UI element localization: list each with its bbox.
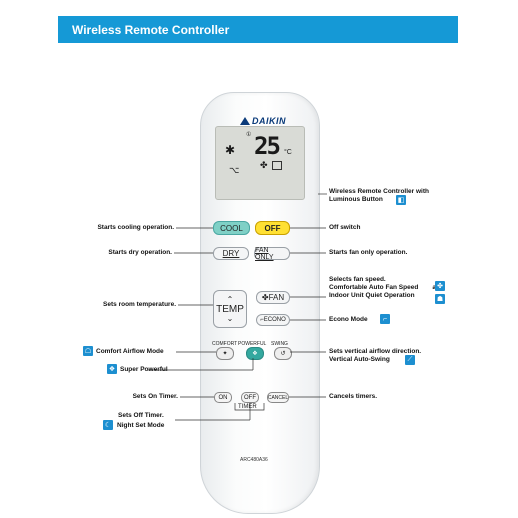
label-fan-speed: Selects fan speed. Comfortable Auto Fan … (329, 276, 444, 300)
swing-label: SWING (271, 341, 288, 347)
temp-label: TEMP (216, 303, 244, 315)
chevron-up-icon[interactable]: ⌃ (226, 294, 234, 304)
auto-fan-icon: ✤ (435, 281, 445, 291)
label-off-switch: Off switch (329, 224, 361, 231)
chevron-down-icon[interactable]: ⌄ (226, 313, 234, 323)
logo-text: DAIKIN (252, 116, 286, 126)
model-number: ARC480A36 (240, 457, 268, 463)
label-comfort: Comfort Airflow Mode (96, 348, 164, 355)
quiet-operation-icon: ☗ (435, 294, 445, 304)
econo-mode-icon: ⌐ (380, 314, 390, 324)
label-swing: Sets vertical airflow direction. Vertica… (329, 348, 421, 364)
label-econo: Econo Mode (329, 316, 368, 323)
powerful-button[interactable]: ❖ (246, 347, 264, 360)
fan-button[interactable]: ✤FAN (256, 291, 290, 304)
fan-button-label: FAN (268, 293, 285, 302)
comfort-button[interactable]: ✦ (216, 347, 234, 360)
swing-button[interactable]: ↺ (274, 347, 292, 360)
lcd-indicator-icon: ① (246, 132, 252, 138)
temp-button[interactable]: ⌃ TEMP ⌄ (213, 290, 247, 328)
dry-button[interactable]: DRY (213, 247, 249, 260)
comfort-label: COMFORT (212, 341, 238, 347)
lcd-unit: °C (284, 149, 292, 156)
econo-label: ECONO (263, 317, 286, 323)
label-dry: Starts dry operation. (108, 249, 172, 256)
label-wireless-text-2: Luminous Button (329, 196, 383, 203)
econo-button[interactable]: ⌐ECONO (256, 314, 290, 326)
daikin-logo: DAIKIN (240, 116, 286, 126)
label-cooling: Starts cooling operation. (97, 224, 174, 231)
label-powerful: Super Powerful (120, 366, 168, 373)
econo-icon: ⌐ (260, 317, 264, 323)
label-fan-speed-1: Selects fan speed. (329, 276, 386, 283)
lcd-temperature: 25 (254, 132, 281, 160)
auto-indicator-icon (272, 161, 282, 170)
off-timer-button[interactable]: OFF (241, 392, 259, 403)
powerful-label: POWERFUL (238, 341, 267, 347)
dry-mode-icon: ⌥ (229, 165, 240, 175)
timer-label: TIMER (238, 404, 257, 410)
lcd-display: ① ✱ 25 °C ⌥ ✤ (215, 126, 305, 200)
snowflake-icon: ✱ (225, 143, 236, 157)
label-on-timer: Sets On Timer. (132, 393, 178, 400)
label-fan-speed-3: Indoor Unit Quiet Operation (329, 292, 415, 299)
header-bar: Wireless Remote Controller (58, 16, 458, 43)
timer-bracket (234, 403, 265, 411)
fan-icon: ✤ (260, 160, 268, 170)
label-room-temp: Sets room temperature. (103, 301, 176, 308)
luminous-button-icon: ◧ (396, 195, 406, 205)
on-timer-button[interactable]: ON (214, 392, 232, 403)
fan-button-icon: ✤ (261, 293, 269, 302)
label-swing-1: Sets vertical airflow direction. (329, 348, 422, 355)
comfort-airflow-icon: ☖ (83, 346, 93, 356)
label-fan-only: Starts fan only operation. (329, 249, 408, 256)
off-button[interactable]: OFF (255, 221, 290, 235)
label-fan-speed-2: Comfortable Auto Fan Speed (329, 284, 419, 291)
label-off-timer-1: Sets Off Timer. (118, 412, 164, 419)
label-off-timer-2: Night Set Mode (117, 422, 165, 429)
label-wireless: Wireless Remote Controller with Luminous… (329, 188, 429, 204)
cancel-button[interactable]: CANCEL (267, 392, 289, 403)
fan-only-button[interactable]: FAN ONLY (254, 247, 290, 261)
label-cancel: Cancels timers. (329, 393, 378, 400)
super-powerful-icon: ❖ (107, 364, 117, 374)
logo-triangle-icon (240, 117, 250, 125)
header-title: Wireless Remote Controller (72, 22, 230, 37)
night-set-icon: ☾ (103, 420, 113, 430)
label-swing-2: Vertical Auto-Swing (329, 356, 390, 363)
auto-swing-icon: ⟋ (405, 355, 415, 365)
label-wireless-text-1: Wireless Remote Controller with (329, 188, 429, 195)
cool-button[interactable]: COOL (213, 221, 250, 235)
